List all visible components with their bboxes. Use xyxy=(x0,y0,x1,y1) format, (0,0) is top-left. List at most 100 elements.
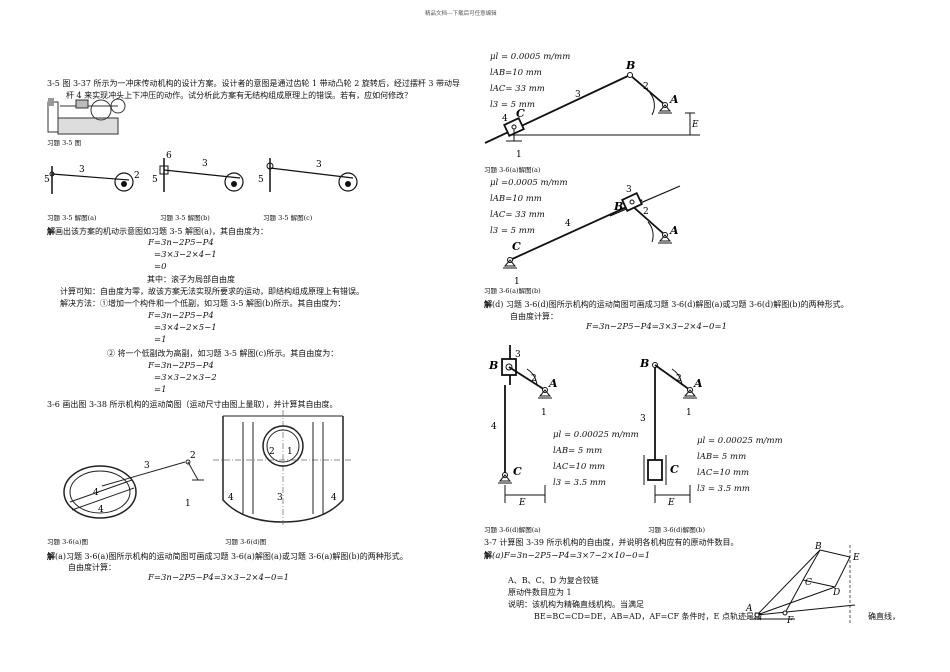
param-a-l3: l3 = 5 mm xyxy=(490,100,535,110)
label-2: 2 xyxy=(531,374,537,384)
solution-3-6-a-a-diagram: B 2 A 3 4 C 1 E xyxy=(484,59,700,160)
label-5: 5 xyxy=(152,175,158,185)
caption-3-5-c: 习题 3-5 解图(c) xyxy=(263,214,313,222)
figure-3-5-press-sketch xyxy=(47,98,126,135)
caption-3-6-d-a: 习题 3-6(d)解图(a) xyxy=(484,526,541,534)
figure-3-5-caption: 习题 3-5 图 xyxy=(47,139,82,147)
label-1: 1 xyxy=(185,499,191,509)
note-fix-2: ② 将一个低副改为高副，如习题 3-5 解图(c)所示。其自由度为： xyxy=(107,349,339,358)
param-b-lac: lAC= 33 mm xyxy=(490,210,545,220)
label-A: A xyxy=(693,377,703,390)
solution-3-5-a-diagram: 5 3 2 xyxy=(44,165,140,194)
label-A: A xyxy=(745,604,753,614)
note-passive-dof: 其中：滚子为局部自由度 xyxy=(147,275,235,284)
caption-3-6-a-a: 习题 3-6(a)解图(a) xyxy=(484,166,541,174)
label-3: 3 xyxy=(144,461,150,471)
label-3: 3 xyxy=(575,90,581,100)
param-a-scale: μl = 0.0005 m/mm xyxy=(490,52,571,62)
param-d-l3: l3 = 3.5 mm xyxy=(553,478,606,488)
label-3: 3 xyxy=(316,160,322,170)
dof-label-right: 自由度计算： xyxy=(510,312,558,321)
formula-8: =3×3−2×3−2 xyxy=(154,373,217,383)
solution-3-6-d-a-diagram: B 3 2 A 1 4 C E xyxy=(488,345,558,508)
label-B: B xyxy=(639,357,649,370)
label-E: E xyxy=(518,498,526,508)
formula-10: F=3n−2P5−P4=3×3−2×4−0=1 xyxy=(148,573,289,583)
problem-3-5-title-line1: 3-5 图 3-37 所示为一冲床传动机构的设计方案。设计者的意图是通过齿轮 1… xyxy=(47,79,461,88)
label-D: D xyxy=(832,588,840,598)
caption-3-6-d-b: 习题 3-6(d)解图(b) xyxy=(648,526,705,534)
param-d-b-l3: l3 = 3.5 mm xyxy=(697,484,750,494)
formula-3: =0 xyxy=(154,262,167,272)
label-3: 3 xyxy=(79,165,85,175)
label-1: 1 xyxy=(514,277,520,287)
label-5: 5 xyxy=(258,175,264,185)
param-b-lab: lAB=10 mm xyxy=(490,194,542,204)
param-b-l3: l3 = 5 mm xyxy=(490,226,535,236)
label-E: E xyxy=(852,553,860,563)
figure-3-6-d: 2 1 4 3 4 xyxy=(213,410,353,525)
caption-3-5-b: 习题 3-5 解图(b) xyxy=(160,214,210,222)
param-a-lac: lAC= 33 mm xyxy=(490,84,545,94)
figure-3-6-a: 4 4 3 2 1 xyxy=(63,451,204,519)
param-d-b-lac: lAC=10 mm xyxy=(697,468,750,478)
label-4: 4 xyxy=(93,488,99,498)
solution-3-5-b-diagram: 6 5 3 xyxy=(152,151,244,192)
label-4: 4 xyxy=(502,114,508,124)
label-C: C xyxy=(512,240,521,253)
formula-1: F=3n−2P5−P4 xyxy=(148,238,214,248)
param-d-scale: μl = 0.00025 m/mm xyxy=(553,430,639,440)
problem-3-5-title-line2: 杆 4 来实现冲头上下冲压的动作。试分析此方案有无结构组成原理上的错误。若有，应… xyxy=(66,91,413,100)
note-conditions: BE=BC=CD=DE，AB=AD，AF=CF 条件时，E 点轨迹是精 xyxy=(534,612,762,621)
label-2: 2 xyxy=(676,374,682,384)
caption-3-6-d: 习题 3-6(d)图 xyxy=(225,538,267,546)
label-E: E xyxy=(691,120,699,130)
figure-3-7-a-linkage: A B C D E F xyxy=(745,542,860,626)
label-B: B xyxy=(613,200,623,213)
param-a-lab: lAB=10 mm xyxy=(490,68,542,78)
label-B: B xyxy=(625,59,635,72)
label-2: 2 xyxy=(269,447,275,457)
problem-3-7-title: 3-7 计算图 3-39 所示机构的自由度，并说明各机构应有的原动件数目。 xyxy=(484,538,739,547)
label-1: 1 xyxy=(686,408,692,418)
label-3: 3 xyxy=(626,185,632,195)
note-compound-joints: A、B、C、D 为复合铰链 xyxy=(508,576,599,585)
label-A: A xyxy=(669,224,679,237)
formula-right-1: F=3n−2P5−P4=3×3−2×4−0=1 xyxy=(586,322,727,332)
label-4: 4 xyxy=(565,219,571,229)
formula-2: =3×3−2×4−1 xyxy=(154,250,217,260)
param-d-lab: lAB= 5 mm xyxy=(553,446,603,456)
label-1: 1 xyxy=(516,150,522,160)
label-C: C xyxy=(805,578,812,588)
label-3: 3 xyxy=(202,159,208,169)
label-B: B xyxy=(814,542,822,552)
label-2: 2 xyxy=(643,82,649,92)
label-C: C xyxy=(516,107,525,120)
note-explanation: 说明：该机构为精确直线机构。当满足 xyxy=(508,600,644,609)
note-conclusion: 计算可知：自由度为零，故该方案无法实现所要求的运动，即结构组成原理上有错误。 xyxy=(60,287,364,296)
formula-7: F=3n−2P5−P4 xyxy=(148,361,214,371)
dof-label-left: 自由度计算： xyxy=(68,563,116,572)
label-5: 5 xyxy=(44,175,50,185)
label-6: 6 xyxy=(166,151,172,161)
formula-9: =1 xyxy=(154,385,167,395)
solution-3-6-d-b-diagram: B 2 A 1 3 C E xyxy=(639,357,703,508)
label-C: C xyxy=(513,465,522,478)
label-4: 4 xyxy=(491,422,497,432)
caption-3-5-a: 习题 3-5 解图(a) xyxy=(47,214,97,222)
param-d-b-scale: μl = 0.00025 m/mm xyxy=(697,436,783,446)
label-3: 3 xyxy=(515,350,521,360)
solution-3-5-intro: 解画出该方案的机动示意图如习题 3-5 解图(a)，其自由度为： xyxy=(47,226,268,236)
label-3: 3 xyxy=(277,493,283,503)
problem-3-6-title: 3-6 画出图 3-38 所示机构的运动简图（运动尺寸由图上量取），并计算其自由… xyxy=(47,400,338,409)
note-fix-1: 解决方法：①增加一个构件和一个低副，如习题 3-5 解图(b)所示。其自由度为： xyxy=(60,299,346,308)
solution-3-6-d-intro: 解(d) 习题 3-6(d)图所示机构的运动简图可画成习题 3-6(d)解图(a… xyxy=(484,299,849,309)
solution-3-5-c-diagram: 5 3 xyxy=(258,158,358,192)
label-1: 1 xyxy=(541,408,547,418)
label-E: E xyxy=(667,498,675,508)
label-A: A xyxy=(669,93,679,106)
param-d-lac: lAC=10 mm xyxy=(553,462,606,472)
formula-4: F=3n−2P5−P4 xyxy=(148,311,214,321)
label-4: 4 xyxy=(331,493,337,503)
label-A: A xyxy=(548,377,558,390)
